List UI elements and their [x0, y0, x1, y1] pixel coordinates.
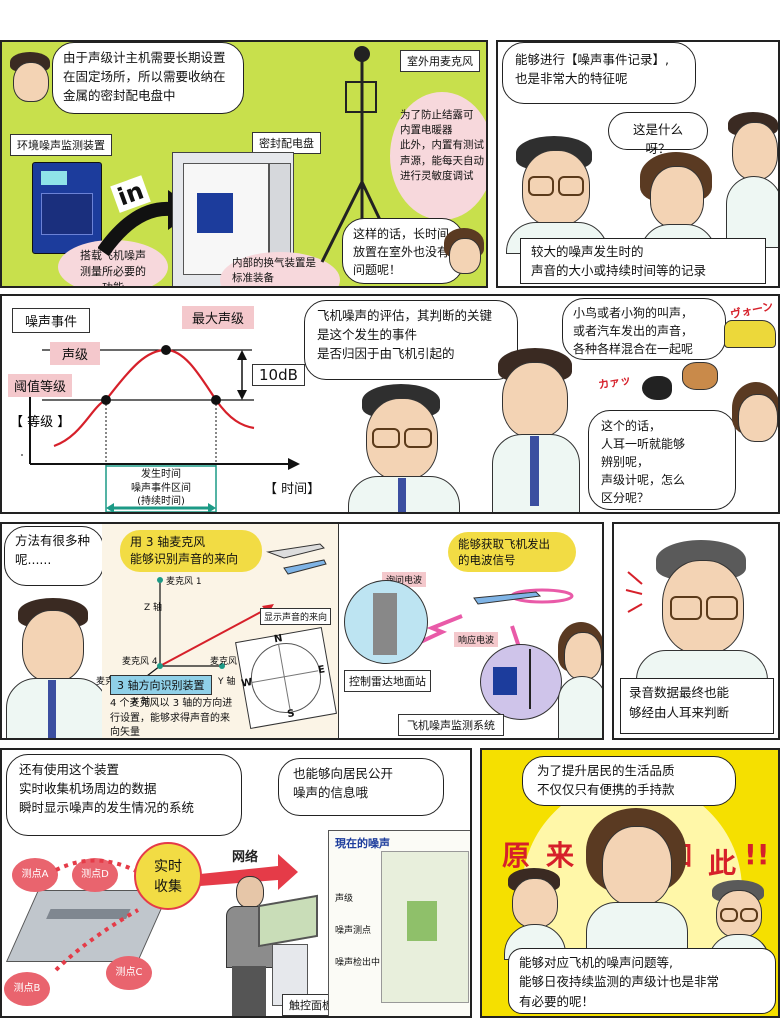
label-environment-monitor: 环境噪声监测装置 [10, 134, 112, 156]
label-network: 网络 [232, 850, 259, 865]
panel-realtime-system: 还有使用这个装置 实时收集机场周边的数据 瞬时显示噪声的发生情况的系统 也能够向… [0, 748, 472, 1018]
network-arrow [200, 854, 298, 890]
speech-bubble-mixed-sounds: 小鸟或者小狗的叫声， 或者汽车发出的声音， 各种各样混合在一起呢 [562, 298, 726, 360]
label-monitor-system: 飞机噪声监测系统 [398, 714, 504, 736]
speech-bubble-quality: 为了提升居民的生活品质 不仅仅只有便携的手持款 [522, 756, 736, 806]
panel-outdoor-equipment: 由于声级计主机需要长期设置 在固定场所，所以需要收纳在 金属的密封配电盘中 环境… [0, 40, 488, 288]
label-10db: 10dB [252, 364, 305, 386]
label-threshold: 阈值等级 [8, 374, 73, 397]
woman-figure-5 [586, 808, 688, 954]
man-figure [726, 112, 778, 248]
speech-bubble-many-methods: 方法有很多种 呢...... [4, 526, 104, 586]
compass-n: N [273, 633, 284, 646]
speech-bubble-realtime-system: 还有使用这个装置 实时收集机场周边的数据 瞬时显示噪声的发生情况的系统 [6, 754, 242, 836]
panel-identification-methods: 方法有很多种 呢...... 用 3 轴麦克风 能够识别声音的来向 麦克风 1 … [0, 522, 604, 740]
collect-arrows [54, 858, 139, 972]
station-b: 测点B [4, 972, 50, 1006]
big-text-exclaim: !! [744, 838, 770, 871]
sfx-car: ヴォーン [729, 299, 775, 322]
legend-station: 噪声测点 [335, 926, 372, 936]
chart-xlabel: 【 时间】 [264, 482, 321, 497]
big-text-ci: 此 [708, 847, 737, 880]
caption-ear-judgement: 录音数据最终也能 够经由人耳来判断 [620, 678, 774, 734]
mic-label-4: 麦克风 4 [122, 657, 158, 667]
man-figure-3 [504, 868, 566, 960]
chart-ylabel: 【 等级 】 [10, 414, 70, 430]
caption-event-definition: 较大的噪声发生时的 声音的大小或持续时间等的记录 [520, 238, 766, 284]
panel-noise-event-intro: 能够进行【噪声事件记录】, 也是非常大的特征呢 这是什么呀？ 较大的噪声发生时的… [496, 40, 780, 288]
speech-bubble-storage: 由于声级计主机需要长期设置 在固定场所，所以需要收纳在 金属的密封配电盘中 [52, 42, 244, 114]
speech-bubble-what-is-it: 这是什么呀？ [608, 112, 708, 156]
note-3axis-mic: 用 3 轴麦克风 能够识别声音的来向 [120, 530, 262, 572]
panel-noise-event-chart: 【 等级 】 噪声事件 最大声级 声级 阈值等级 10dB 发生时间 噪声事件区… [0, 294, 780, 514]
man-with-glasses-figure [506, 136, 608, 254]
compass-display: N E S W [235, 627, 337, 729]
label-radar-station: 控制雷达地面站 [344, 670, 431, 692]
speech-bubble-public-info: 也能够向居民公开 噪声的信息哦 [278, 758, 444, 816]
big-text-lai: 来 [546, 839, 575, 872]
sealed-cabinet [172, 152, 294, 286]
noise-map-display: 現在的噪声 声级 噪声测点 噪声检出中 [328, 830, 470, 1016]
speech-bubble-event-record: 能够进行【噪声事件记录】, 也是非常大的特征呢 [502, 42, 696, 104]
note-radio-signal: 能够获取飞机发出 的电波信号 [448, 532, 576, 572]
sound-lines-icon [625, 571, 643, 613]
label-sound-level: 声级 [50, 342, 101, 365]
legend-detecting: 噪声检出中 [335, 958, 381, 968]
engineer-figure [8, 52, 52, 104]
man-with-glasses-listening [636, 540, 768, 692]
panel-ear-judgement: 录音数据最终也能 够经由人耳来判断 [612, 522, 780, 740]
axis-label-z: Z 轴 [144, 603, 163, 613]
label-realtime-collect: 实时 收集 [134, 842, 202, 910]
panel-conclusion: 为了提升居民的生活品质 不仅仅只有便携的手持款 原 来 如 此 !! 能够对应飞… [480, 748, 780, 1018]
speech-bubble-how-distinguish: 这个的话， 人耳一听就能够 辨别呢， 声级计呢，怎么 区分呢？ [588, 410, 736, 510]
axis-label-x: X 轴 [132, 697, 151, 707]
station-c: 测点C [106, 956, 152, 990]
compass-e: E [317, 664, 326, 677]
crow-icon [642, 376, 672, 400]
woman-figure-4 [558, 622, 602, 738]
radar-station-circle [344, 580, 428, 664]
label-cabinet: 密封配电盘 [252, 132, 321, 154]
woman-figure [444, 228, 486, 282]
man-with-glasses-pointing [348, 384, 460, 512]
box-3axis-title: 3 轴方向识别装置 [110, 675, 212, 695]
station-a: 测点A [12, 858, 58, 892]
noise-event-chart: 【 等级 】 [10, 345, 300, 512]
man-figure-pointing [6, 598, 108, 738]
airplane-icon [266, 543, 327, 575]
mic-label-3: 麦克风 3 [210, 657, 246, 667]
caption-conclusion: 能够对应飞机的噪声问题等, 能够日夜持续监测的声级计也是非常 有必要的呢！ [508, 948, 776, 1014]
sfx-bird: カァッ [597, 373, 632, 392]
car-icon [724, 320, 776, 348]
touch-kiosk [258, 894, 322, 1006]
axis-label-y: Y 轴 [218, 677, 236, 687]
speech-bubble-outdoor-ok: 这样的话，长时间 放置在室外也没有 问题呢！ [342, 218, 464, 284]
label-duration: 发生时间 噪声事件区间 (持续时间) [131, 469, 191, 507]
svg-text:【 等级 】: 【 等级 】 [10, 414, 70, 430]
monitor-station-circle [480, 644, 562, 720]
label-outdoor-mic: 室外用麦克风 [400, 50, 480, 72]
speech-bubble-judgement-key: 飞机噪声的评估，其判断的关键 是这个发生的事件 是否归因于由飞机引起的 [304, 300, 518, 380]
mic-label-1: 麦克风 1 [166, 577, 202, 587]
dog-icon [682, 362, 718, 390]
man-figure-2 [492, 348, 580, 512]
label-max-level: 最大声级 [182, 306, 255, 329]
airplane-icon-2 [473, 591, 542, 605]
legend-level: 声级 [335, 894, 354, 904]
noise-monitor-device [32, 162, 102, 254]
woman-figure-2 [640, 152, 716, 256]
note-mic-features: 为了防止结露可 内置电暖器 此外，内置有测试 声源，能每天自动 进行灵敏度调试 [390, 92, 486, 220]
map-title: 現在的噪声 [335, 837, 390, 850]
box-3axis-device: 3 轴方向识别装置 4 个麦克风以 3 轴的方向进 行设置，能够求得声音的来 向… [110, 674, 250, 738]
label-response-wave: 响应电波 [454, 632, 499, 647]
label-show-direction: 显示声音的来向 [260, 608, 332, 625]
big-text-yuan: 原 [502, 839, 531, 872]
box-3axis-text: 4 个麦克风以 3 轴的方向进 行设置，能够求得声音的来 向矢量 [110, 698, 233, 738]
chart-title: 噪声事件 [12, 308, 91, 333]
woman-figure-3 [732, 382, 778, 472]
